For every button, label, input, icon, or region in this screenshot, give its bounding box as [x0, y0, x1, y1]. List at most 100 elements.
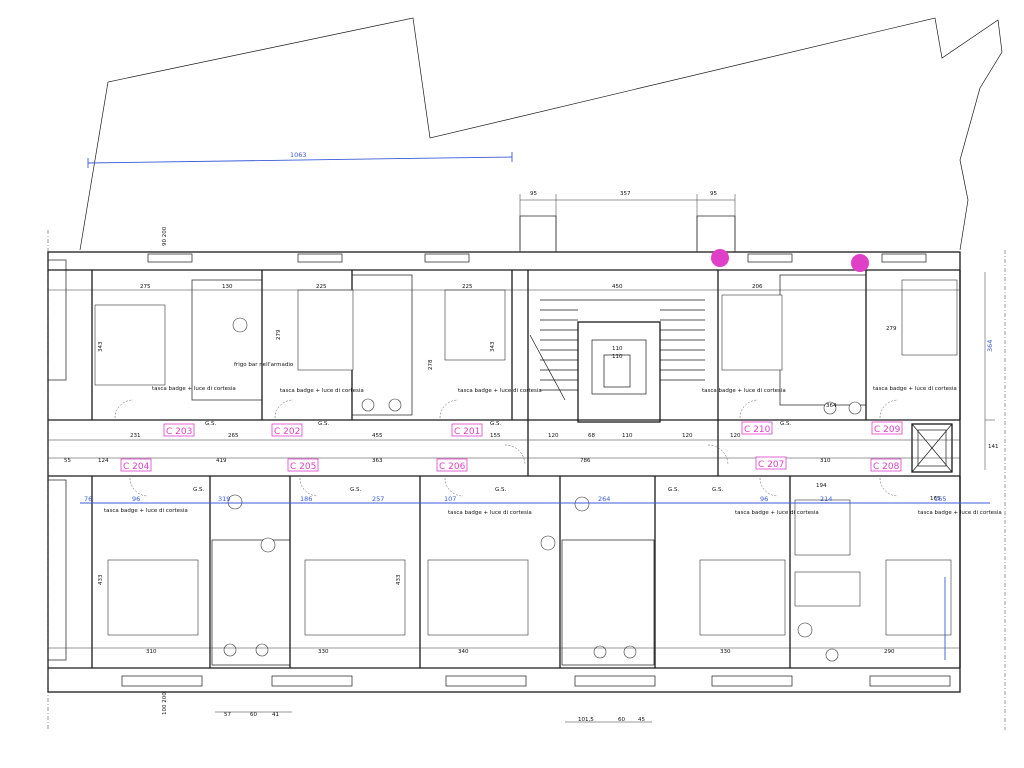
bed [901, 279, 958, 356]
dim-bottom-6: 45 [638, 717, 645, 723]
bed [444, 289, 506, 361]
stair-dim-2: 357 [620, 191, 631, 197]
gs-label: G.S. [495, 487, 507, 493]
dim-corridor-3: 455 [372, 433, 383, 439]
dim-blue-8: 96 [760, 495, 768, 503]
badge-note: tasca badge + luce di cortesia [735, 510, 819, 516]
marker-dot [711, 249, 729, 267]
window-bays-south [121, 675, 951, 687]
svg-text:C 205: C 205 [290, 462, 316, 472]
badge-note: tasca badge + luce di cortesia [458, 388, 542, 394]
dim-south-4: 330 [720, 649, 731, 655]
dim-north-2: 130 [222, 284, 233, 290]
svg-text:C 210: C 210 [744, 425, 771, 435]
dim-corridor-5: 120 [548, 433, 559, 439]
badge-note: tasca badge + luce di cortesia [280, 388, 364, 394]
dim-row2-5: 786 [580, 458, 591, 464]
building-outline [47, 251, 961, 693]
shaft [911, 423, 953, 473]
dim-row2-2: 124 [98, 458, 109, 464]
dim-bottom-3: 41 [272, 712, 279, 718]
dim-vert-3: 278 [428, 359, 434, 370]
bed [297, 289, 354, 371]
room-label-c203: C 203 [163, 423, 195, 437]
dim-blue-2: 96 [132, 495, 140, 503]
gs-label: G.S. [780, 421, 792, 427]
dim-bottom-1: 57 [224, 712, 231, 718]
dim-bottom-4: 101,5 [578, 717, 594, 723]
room-label-c206: C 206 [436, 458, 468, 472]
dim-vert-2: 279 [276, 329, 282, 340]
bed [427, 559, 529, 636]
badge-note: tasca badge + luce di cortesia [152, 386, 236, 392]
gs-label: G.S. [205, 421, 217, 427]
dim-south-2: 330 [318, 649, 329, 655]
dim-corridor-4: 155 [490, 433, 501, 439]
svg-text:C 206: C 206 [439, 462, 466, 472]
dim-north-4: 225 [462, 284, 473, 290]
lift-dim-2: 110 [612, 354, 623, 360]
site-boundary [79, 17, 1003, 251]
dim-corridor-10: 364 [826, 403, 837, 409]
dim-south-7: 165 [930, 496, 941, 502]
dim-blue-3: 319 [218, 495, 230, 503]
dim-blue-9: 214 [820, 495, 832, 503]
stair-dim-3: 95 [710, 191, 717, 197]
badge-note: tasca badge + luce di cortesia [448, 510, 532, 516]
gs-label: G.S. [350, 487, 362, 493]
bed [699, 559, 786, 636]
lift-core [577, 321, 661, 423]
window-bays-north [147, 253, 927, 263]
room-label-c210: C 210 [741, 421, 773, 435]
bed [794, 571, 861, 607]
room-label-c202: C 202 [271, 423, 303, 437]
dim-blue-1: 76 [84, 495, 92, 503]
stair-dim-1: 95 [530, 191, 537, 197]
lift-dim-1: 110 [612, 346, 623, 352]
dim-vert-6: 433 [396, 574, 402, 585]
dim-corridor-9: 120 [730, 433, 741, 439]
svg-text:C 207: C 207 [758, 460, 784, 470]
bed [721, 294, 783, 371]
dim-row2-6: 310 [820, 458, 831, 464]
dim-north-6: 279 [886, 326, 897, 332]
dim-window-north: 90 200 [162, 226, 168, 246]
dim-south-1: 310 [146, 649, 157, 655]
dim-vert-1: 343 [98, 341, 104, 352]
bed [94, 304, 166, 386]
dim-south-6: 194 [816, 483, 827, 489]
bed [304, 559, 406, 636]
svg-text:C 204: C 204 [123, 462, 150, 472]
dim-corridor-7: 110 [622, 433, 633, 439]
dim-blue-10: 165 [934, 495, 946, 503]
bed [107, 559, 199, 636]
dim-south-5: 290 [884, 649, 895, 655]
sanitary-fixtures [223, 317, 862, 662]
door-swings [114, 399, 899, 497]
dim-bottom-2: 60 [250, 712, 257, 718]
badge-note: tasca badge + luce di cortesia [873, 386, 957, 392]
svg-text:C 203: C 203 [166, 427, 192, 437]
room-label-c207: C 207 [755, 456, 787, 470]
dim-vert-4: 343 [490, 341, 496, 352]
dim-corridor-8: 120 [682, 433, 693, 439]
dim-row2-1: 55 [64, 458, 71, 464]
badge-note: tasca badge + luce di cortesia [104, 508, 188, 514]
room-label-c205: C 205 [287, 458, 319, 472]
room-label-c209: C 209 [871, 421, 903, 435]
dim-north-1: 275 [140, 284, 151, 290]
gs-label: G.S. [193, 487, 205, 493]
dim-blue-7: 264 [598, 495, 610, 503]
gs-label: G.S. [668, 487, 680, 493]
svg-text:C 209: C 209 [874, 425, 901, 435]
gs-label: G.S. [318, 421, 330, 427]
dim-blue-4: 186 [300, 495, 312, 503]
dim-row2-3: 419 [216, 458, 227, 464]
dim-north-5: 206 [752, 284, 763, 290]
badge-note: tasca badge + luce di cortesia [918, 510, 1002, 516]
stair-steps [529, 309, 705, 401]
marker-dot [851, 254, 869, 272]
dim-corridor-1: 231 [130, 433, 141, 439]
dim-blue-5: 257 [372, 495, 384, 503]
